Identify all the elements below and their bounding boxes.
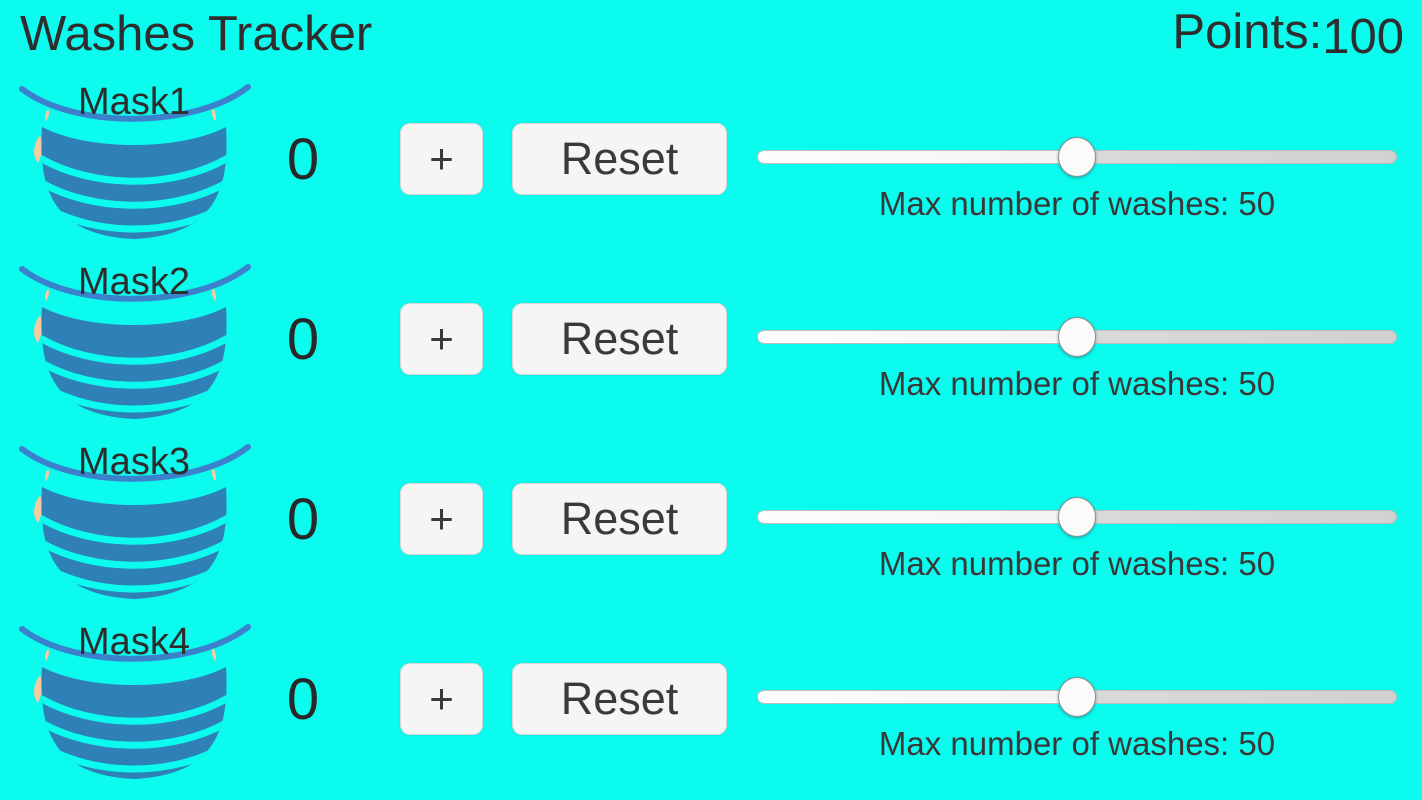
max-washes-label: Max number of washes: 50: [878, 185, 1276, 222]
page-title: Washes Tracker: [20, 7, 373, 61]
mask-row: Mask4 0 + Reset Max number of washes: 50: [0, 615, 1422, 795]
max-washes-label: Max number of washes: 50: [878, 725, 1276, 762]
reset-button[interactable]: Reset: [512, 303, 727, 375]
increment-button[interactable]: +: [400, 123, 483, 195]
points-display: Points:100: [1172, 4, 1404, 64]
mask-row: Mask2 0 + Reset Max number of washes: 50: [0, 255, 1422, 435]
wash-count: 0: [286, 127, 320, 192]
increment-button[interactable]: +: [400, 303, 483, 375]
max-washes-slider[interactable]: [757, 135, 1397, 179]
mask-image: Mask1: [16, 79, 252, 247]
wash-count: 0: [286, 307, 320, 372]
increment-button[interactable]: +: [400, 663, 483, 735]
mask-image: Mask2: [16, 259, 252, 427]
max-washes-label: Max number of washes: 50: [878, 365, 1276, 402]
points-value: 100: [1322, 10, 1404, 64]
mask-label: Mask2: [78, 261, 190, 303]
mask-row: Mask1 0 + Reset Max number of washes: 50: [0, 75, 1422, 255]
wash-count: 0: [286, 487, 320, 552]
slider-group: Max number of washes: 50: [757, 675, 1397, 763]
max-washes-slider[interactable]: [757, 675, 1397, 719]
max-washes-slider[interactable]: [757, 315, 1397, 359]
reset-button[interactable]: Reset: [512, 483, 727, 555]
wash-count: 0: [286, 667, 320, 732]
mask-image: Mask3: [16, 439, 252, 607]
mask-label: Mask1: [78, 81, 190, 123]
points-label: Points:: [1172, 5, 1323, 59]
slider-group: Max number of washes: 50: [757, 495, 1397, 583]
max-washes-label: Max number of washes: 50: [878, 545, 1276, 582]
mask-label: Mask4: [78, 621, 190, 663]
reset-button[interactable]: Reset: [512, 663, 727, 735]
slider-group: Max number of washes: 50: [757, 135, 1397, 223]
increment-button[interactable]: +: [400, 483, 483, 555]
mask-image: Mask4: [16, 619, 252, 787]
reset-button[interactable]: Reset: [512, 123, 727, 195]
slider-group: Max number of washes: 50: [757, 315, 1397, 403]
max-washes-slider[interactable]: [757, 495, 1397, 539]
mask-label: Mask3: [78, 441, 190, 483]
mask-row: Mask3 0 + Reset Max number of washes: 50: [0, 435, 1422, 615]
